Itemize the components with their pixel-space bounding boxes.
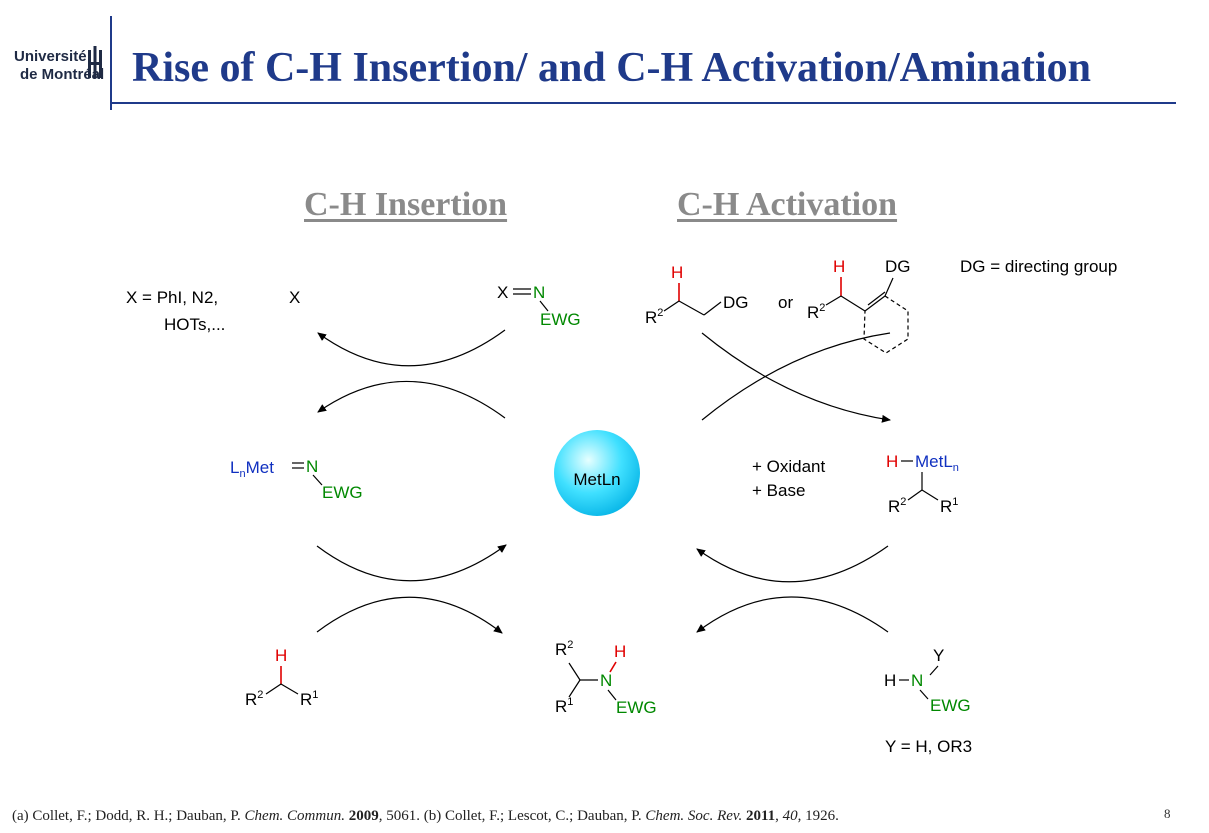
- svg-text:MetLn: MetLn: [915, 452, 959, 474]
- nitrene-source-structure: X N EWG: [497, 283, 581, 329]
- svg-text:N: N: [533, 283, 545, 302]
- page-number: 8: [1164, 806, 1171, 821]
- svg-text:R2: R2: [888, 496, 906, 516]
- university-logo: Université de Montréal: [14, 44, 104, 88]
- svg-text:H: H: [886, 452, 898, 471]
- logo-line-2: de Montréal: [20, 66, 105, 83]
- svg-text:N: N: [306, 457, 318, 476]
- svg-text:R2: R2: [645, 307, 663, 327]
- catalyst-sphere: MetLn: [554, 430, 640, 516]
- y-definition: Y = H, OR3: [885, 737, 972, 756]
- amine-source-structure: Y H N EWG: [884, 646, 971, 715]
- svg-text:DG: DG: [885, 257, 911, 276]
- svg-text:H: H: [614, 642, 626, 661]
- svg-text:H: H: [884, 671, 896, 690]
- svg-text:R2: R2: [245, 689, 263, 709]
- svg-text:H: H: [275, 646, 287, 665]
- svg-text:R2: R2: [807, 302, 825, 322]
- reference-footer: (a) Collet, F.; Dodd, R. H.; Dauban, P. …: [12, 808, 839, 824]
- metal-hydride-intermediate: H MetLn R2 R1: [886, 452, 959, 516]
- svg-text:N: N: [911, 671, 923, 690]
- reaction-arrows: [316, 329, 891, 634]
- byproduct-x: X: [289, 288, 300, 307]
- svg-text:R1: R1: [940, 496, 958, 516]
- x-definition-line2: HOTs,...: [164, 315, 225, 334]
- activation-substrate-alkyl: H R2 DG: [645, 263, 749, 327]
- activation-substrate-aryl: H R2 DG: [807, 257, 911, 354]
- svg-text:EWG: EWG: [322, 483, 363, 502]
- svg-text:LnMet: LnMet: [230, 458, 274, 480]
- condition-base: + Base: [752, 481, 805, 500]
- logo-mark-icon: [88, 46, 102, 78]
- section-heading-insertion: C-H Insertion: [304, 186, 508, 223]
- svg-text:Y: Y: [933, 646, 944, 665]
- header-horizontal-rule: [110, 102, 1176, 104]
- svg-text:X: X: [497, 283, 508, 302]
- amine-product-structure: R2 R1 N H EWG: [555, 639, 657, 717]
- condition-oxidant: + Oxidant: [752, 457, 826, 476]
- metal-nitrene-structure: LnMet N EWG: [230, 457, 363, 502]
- svg-text:H: H: [833, 257, 845, 276]
- or-text: or: [778, 293, 793, 312]
- svg-text:N: N: [600, 671, 612, 690]
- logo-line-1: Université: [14, 48, 87, 65]
- page-title: Rise of C-H Insertion/ and C-H Activatio…: [132, 45, 1092, 91]
- header-vertical-rule: [110, 16, 112, 110]
- svg-text:H: H: [671, 263, 683, 282]
- svg-text:R1: R1: [300, 689, 318, 709]
- svg-text:R1: R1: [555, 696, 573, 716]
- svg-text:EWG: EWG: [540, 310, 581, 329]
- svg-text:DG: DG: [723, 293, 749, 312]
- catalyst-label: MetLn: [573, 470, 620, 489]
- svg-text:R2: R2: [555, 639, 573, 659]
- x-definition-line1: X = PhI, N2,: [126, 288, 218, 307]
- section-heading-activation: C-H Activation: [677, 186, 898, 223]
- substrate-alkane-structure: H R2 R1: [245, 646, 318, 709]
- dg-definition: DG = directing group: [960, 257, 1117, 276]
- svg-text:EWG: EWG: [616, 698, 657, 717]
- svg-text:EWG: EWG: [930, 696, 971, 715]
